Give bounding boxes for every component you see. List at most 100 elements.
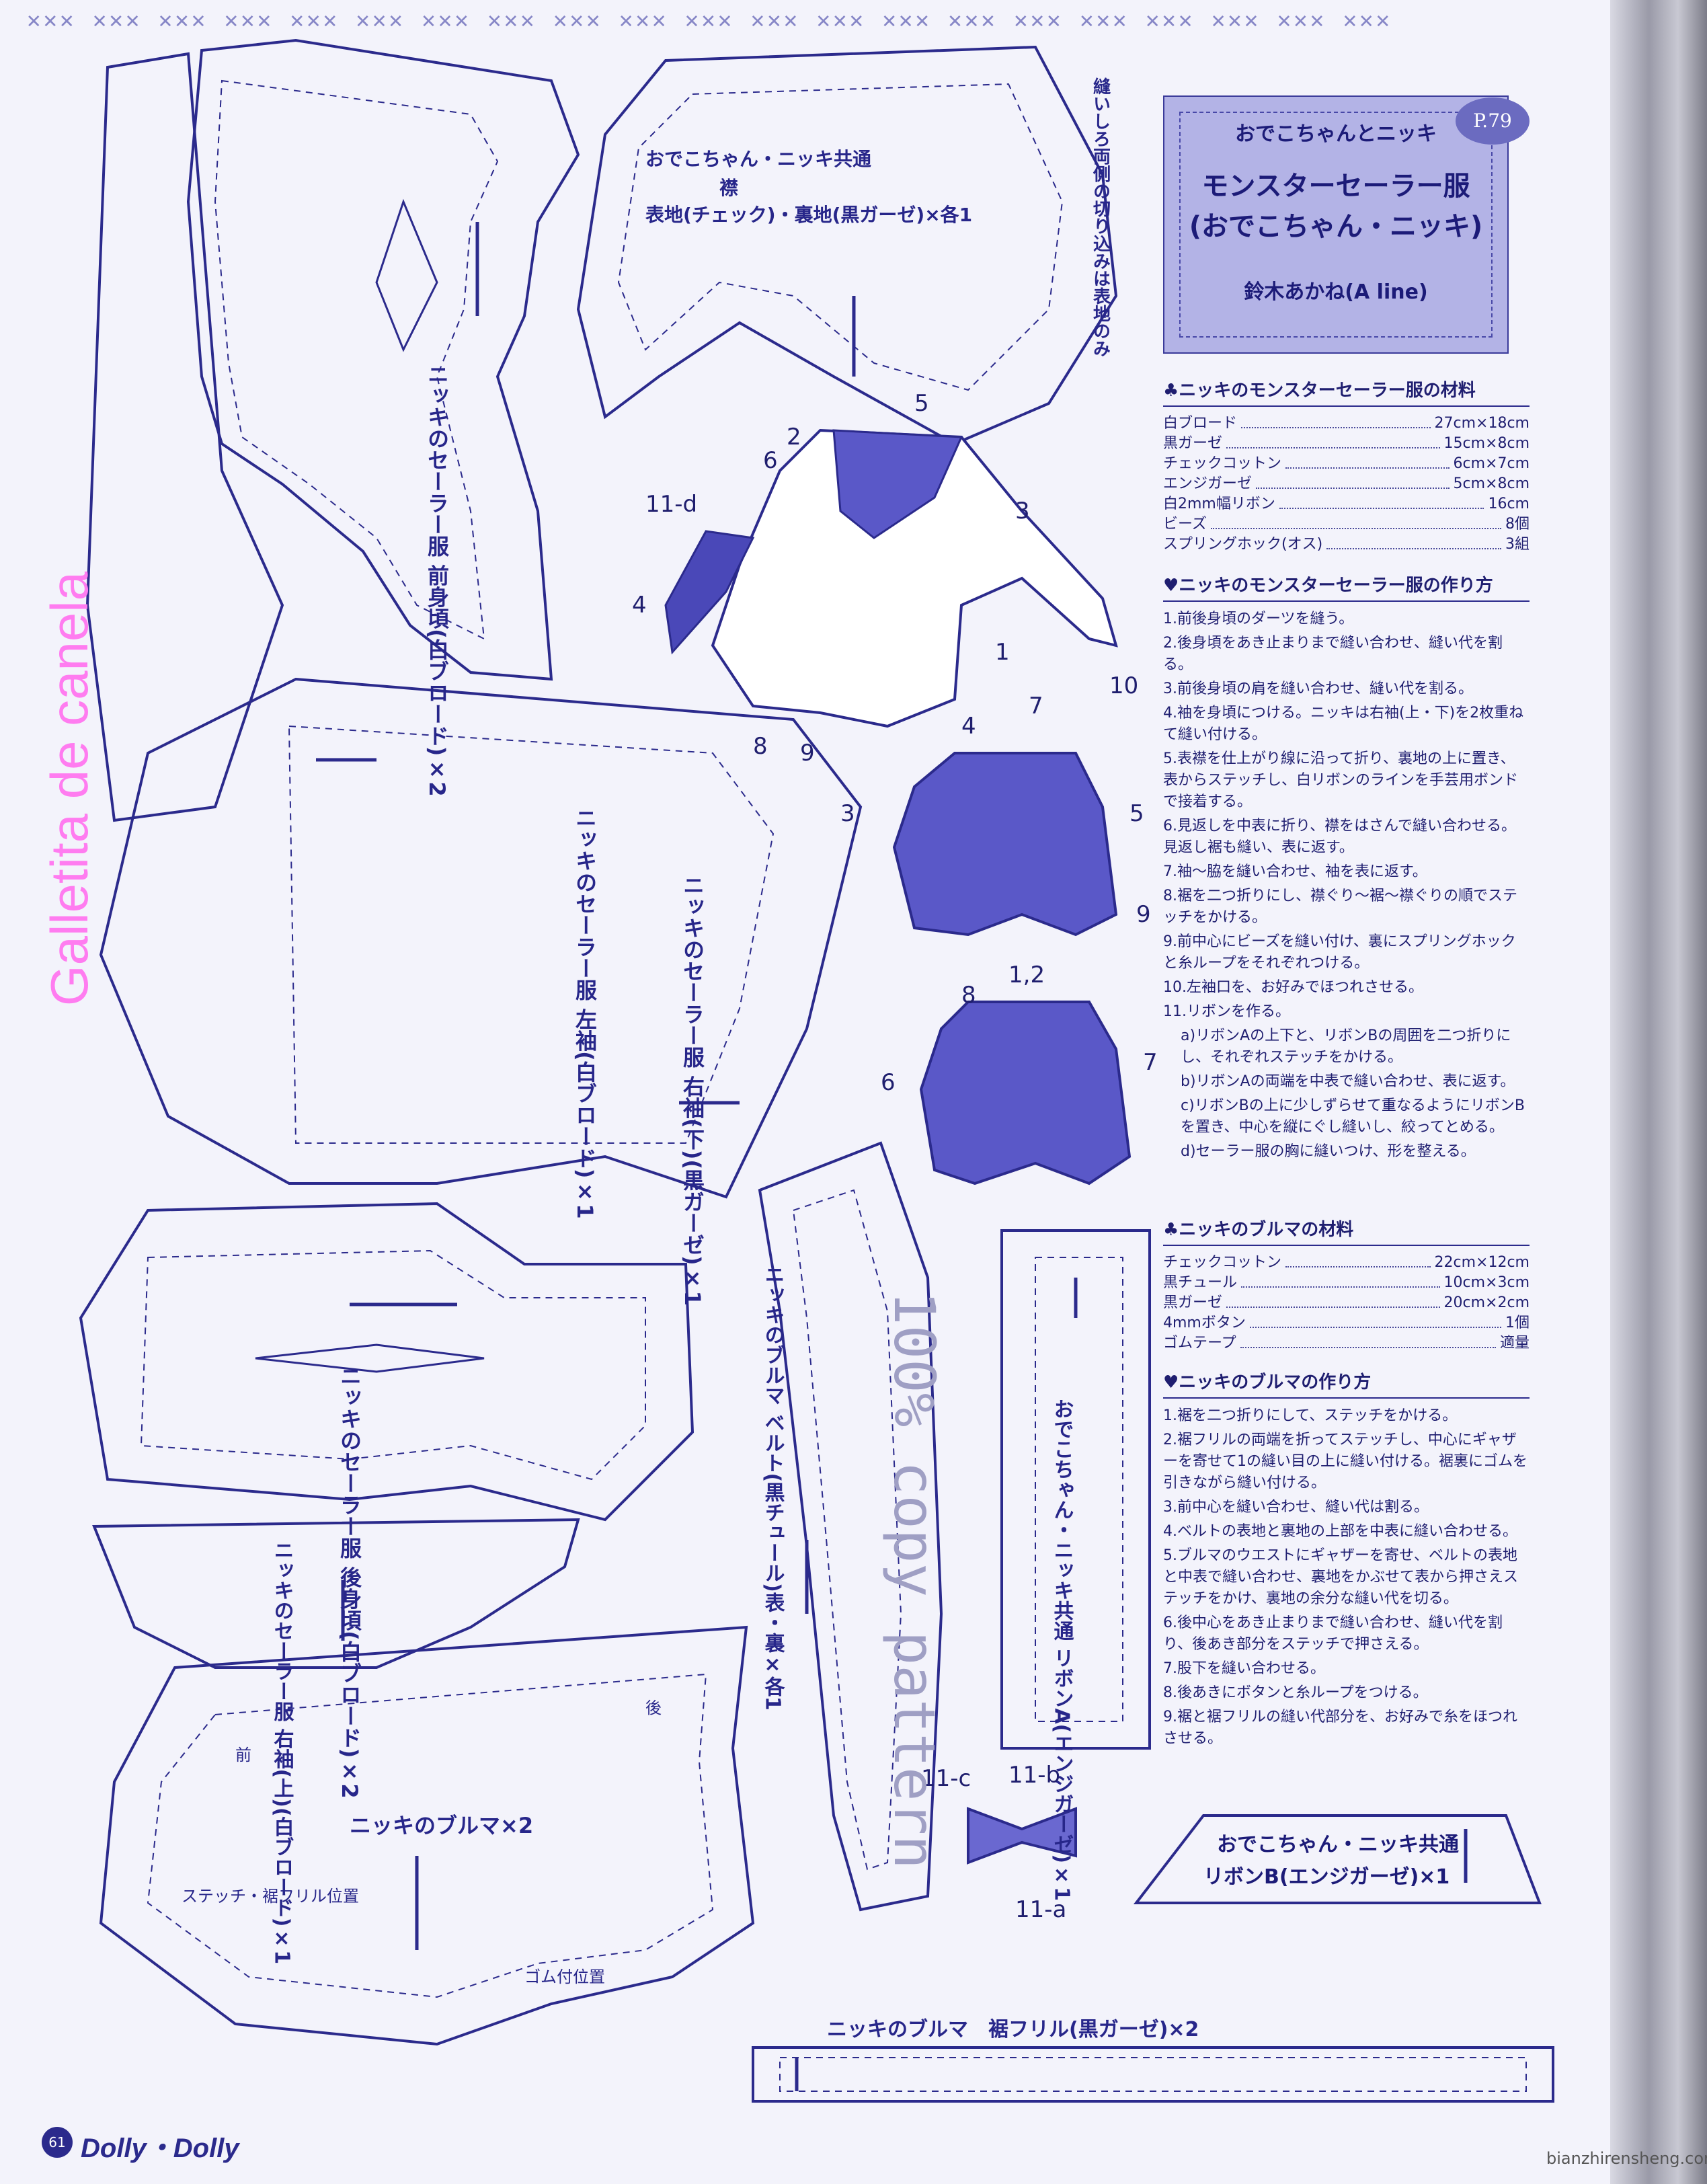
back-body-label: ニッキのセーラー服 後身頃(白ブロード)×2 xyxy=(337,1365,362,1799)
back-body-piece xyxy=(79,1202,694,1522)
bloomer-back-illustration xyxy=(919,1001,1132,1185)
title-author: 鈴木あかね(A line) xyxy=(1244,280,1428,304)
step-item: 9.裾と裾フリルの縫い代部分を、お好みで糸をほつれさせる。 xyxy=(1163,1709,1517,1747)
collar-piece xyxy=(576,45,1118,446)
bloomer-callout-6: 6 xyxy=(881,1069,896,1096)
callout-11d: 11-d xyxy=(645,491,698,518)
callout-6: 6 xyxy=(763,447,778,474)
bloomer-callout-5: 5 xyxy=(1129,800,1144,827)
ribbon-callout-11b: 11-b xyxy=(1008,1762,1061,1789)
step-item: 2.裾フリルの両端を折ってステッチし、中心にギャザーを寄せて1の縫い目の上に縫い… xyxy=(1163,1432,1527,1491)
step-item: 6.見返しを中表に折り、襟をはさんで縫い合わせる。見返し裾も縫い、表に返す。 xyxy=(1163,818,1517,856)
sailor-materials-heading: ♣ニッキのモンスターセーラー服の材料 xyxy=(1163,377,1530,407)
sleeve-lower-label: ニッキのセーラー服 右袖(下)(黒ガーゼ)×1 xyxy=(680,874,705,1306)
sleeve-upper-piece xyxy=(99,677,863,1199)
title-line-2: (おでこちゃん・ニッキ) xyxy=(1189,211,1483,242)
step-item: 1.前後身頃のダーツを縫う。 xyxy=(1163,611,1354,627)
step-item: 9.前中心にビーズを縫い付け、裏にスプリングホックと糸ループをそれぞれつける。 xyxy=(1163,933,1516,972)
front-facing-piece xyxy=(85,52,284,822)
callout-5: 5 xyxy=(914,390,929,417)
title-line-1: モンスターセーラー服 xyxy=(1201,171,1470,202)
front-body-label: ニッキのセーラー服 前身頃(白ブロード)×2 xyxy=(424,363,450,797)
step-item: 7.袖〜脇を縫い合わせ、袖を表に返す。 xyxy=(1163,863,1427,880)
step-subitem: b)リボンAの両端を中表で縫い合わせ、表に返す。 xyxy=(1181,1073,1515,1090)
material-row: スプリングホック(オス)3組 xyxy=(1163,536,1530,553)
bloomer-label: ニッキのブルマ×2 xyxy=(350,1813,534,1838)
callout-7: 7 xyxy=(1029,693,1043,719)
callout-9: 9 xyxy=(800,740,815,767)
title-subtitle: おでこちゃんとニッキ xyxy=(1235,122,1437,146)
bloomer-callout-8: 8 xyxy=(961,982,976,1009)
ribbon-a-label: おでこちゃん・ニッキ共通 リボンA(エンジガーゼ)×1 xyxy=(1049,1399,1074,1901)
bloomer-piece xyxy=(99,1625,755,2046)
ribbon-b-line-1: おでこちゃん・ニッキ共通 xyxy=(1217,1833,1459,1857)
page-number: 61 xyxy=(42,2127,73,2158)
sailor-steps: ♥ニッキのモンスターセーラー服の作り方 1.前後身頃のダーツを縫う。 2.後身頃… xyxy=(1163,572,1530,1165)
bloomer-callout-4: 4 xyxy=(961,713,976,740)
step-item: 8.後あきにボタンと糸ループをつける。 xyxy=(1163,1684,1428,1701)
sailor-steps-heading: ♥ニッキのモンスターセーラー服の作り方 xyxy=(1163,572,1530,602)
bloomer-elastic-mark: ゴム付位置 xyxy=(524,1967,605,1986)
callout-8: 8 xyxy=(753,733,768,760)
callout-3: 3 xyxy=(1015,498,1030,524)
step-item: 2.後身頃をあき止まりまで縫い合わせ、縫い代を割る。 xyxy=(1163,635,1503,673)
step-item: 3.前中心を縫い合わせ、縫い代は割る。 xyxy=(1163,1499,1429,1516)
step-item: 1.裾を二つ折りにして、ステッチをかける。 xyxy=(1163,1407,1458,1424)
jacket-illustration xyxy=(711,428,1118,728)
collar-detail: 表地(チェック)・裏地(黒ガーゼ)×各1 xyxy=(645,204,973,226)
facing-piece xyxy=(92,1518,580,1669)
ribbon-callout-11a: 11-a xyxy=(1015,1896,1067,1923)
callout-2: 2 xyxy=(787,424,801,451)
step-item: 5.表襟を仕上がり線に沿って折り、裏地の上に置き、表からステッチし、白リボンのラ… xyxy=(1163,750,1519,810)
sleeve-upper-label: ニッキのセーラー服 左袖(白ブロード)×1 xyxy=(572,807,598,1219)
belt-piece xyxy=(758,1141,943,1912)
step-item: 5.ブルマのウエストにギャザーを寄せ、ベルトの表地と中表で縫い合わせ、裏地をかぶ… xyxy=(1163,1547,1519,1607)
ribbon-b-line-2: リボンB(エンジガーゼ)×1 xyxy=(1203,1865,1450,1889)
step-subitem: a)リボンAの上下と、リボンBの周囲を二つ折りにし、それぞれステッチをかける。 xyxy=(1181,1027,1511,1066)
step-item: 4.袖を身頃につける。ニッキは右袖(上・下)を2枚重ねて縫い付ける。 xyxy=(1163,705,1524,743)
bloomer-callout-7: 7 xyxy=(1143,1049,1158,1076)
bloomer-materials-heading: ♣ニッキのブルマの材料 xyxy=(1163,1216,1530,1246)
ribbon-illustration xyxy=(967,1807,1077,1865)
bloomer-back-mark: 後 xyxy=(645,1699,662,1717)
bloomer-callout-3: 3 xyxy=(840,800,855,827)
frill-label: ニッキのブルマ 裾フリル(黒ガーゼ)×2 xyxy=(827,2018,1199,2041)
title-box-border xyxy=(1179,112,1493,338)
step-subitem: d)セーラー服の胸に縫いつけ、形を整える。 xyxy=(1181,1143,1476,1160)
bloomer-steps-heading: ♥ニッキのブルマの作り方 xyxy=(1163,1368,1530,1399)
ribbon-callout-11c: 11-c xyxy=(921,1765,971,1792)
header-cross-stitch: ✕✕✕ ✕✕✕ ✕✕✕ ✕✕✕ ✕✕✕ ✕✕✕ ✕✕✕ ✕✕✕ ✕✕✕ ✕✕✕ … xyxy=(27,7,1392,34)
step-item: 11.リボンを作る。 xyxy=(1163,1003,1290,1020)
callout-4: 4 xyxy=(632,592,647,619)
step-item: 7.股下を縫い合わせる。 xyxy=(1163,1660,1325,1677)
step-item: 3.前後身頃の肩を縫い合わせ、縫い代を割る。 xyxy=(1163,680,1473,697)
site-watermark: bianzhirensheng.com xyxy=(1546,2149,1707,2168)
collar-title: おでこちゃん・ニッキ共通 xyxy=(645,148,872,170)
magazine-logo: Dolly・Dolly xyxy=(81,2134,239,2163)
step-item: 6.後中心をあき止まりまで縫い合わせ、縫い代を割り、後あき部分をステッチで押さえ… xyxy=(1163,1614,1503,1653)
bloomer-callout-12: 1,2 xyxy=(1008,962,1045,988)
watermark-text: Galletita de canela xyxy=(40,572,99,1007)
title-box: おでこちゃんとニッキ モンスターセーラー服 (おでこちゃん・ニッキ) 鈴木あかね… xyxy=(1163,95,1509,354)
ribbon-b-piece xyxy=(1133,1814,1542,1904)
callout-1: 1 xyxy=(995,639,1010,666)
page-binding-shadow xyxy=(1610,0,1707,2184)
frill-piece xyxy=(752,2046,1554,2103)
copy-pattern-stamp: 100% copy pattern xyxy=(881,1291,948,1869)
callout-10: 10 xyxy=(1109,672,1139,699)
bloomer-callout-9: 9 xyxy=(1136,901,1151,928)
ribbon-a-piece xyxy=(1000,1229,1151,1750)
collar-name: 襟 xyxy=(719,177,739,199)
